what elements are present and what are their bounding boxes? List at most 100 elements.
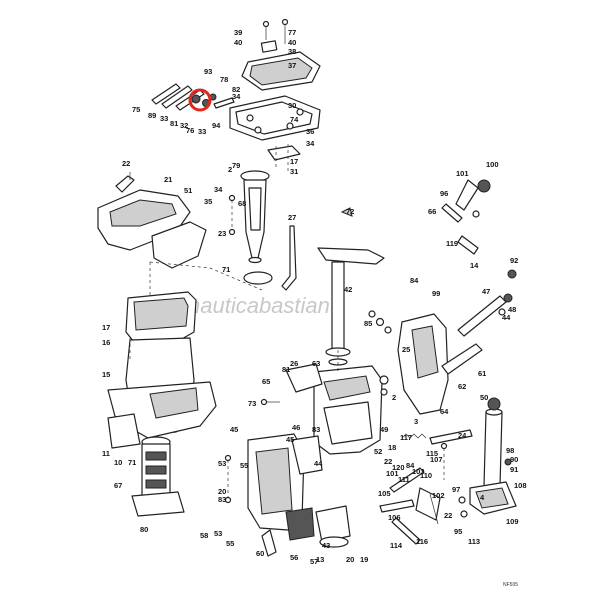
part-number-label: 46 [292,423,300,432]
part-number-label: 61 [478,369,486,378]
part-number-label: 22 [122,159,130,168]
part-number-label: 98 [506,446,514,455]
part-number-label: 72 [346,207,354,216]
part-number-label: 74 [290,115,299,124]
part-number-label: 89 [148,111,156,120]
part-number-label: 100 [486,160,499,169]
part-number-label: 78 [220,75,228,84]
part-number-label: 114 [390,541,403,550]
part-number-label: 22 [444,511,452,520]
part-number-label: 73 [248,399,256,408]
part-number-label: 50 [480,393,488,402]
part-number-label: 90 [510,455,518,464]
part-number-label: 3 [414,417,418,426]
part-number-label: 52 [374,447,382,456]
part-number-label: 75 [132,105,140,114]
part-number-label: 24 [458,431,467,440]
lower-cowl [97,172,207,269]
steering-arm [281,207,385,366]
part-number-label: 15 [102,370,110,379]
part-number-label: 91 [510,465,518,474]
part-number-label: 103 [412,467,425,476]
part-number-label: 18 [388,443,396,452]
exhaust-tube [240,170,270,264]
part-number-label: 33 [198,127,206,136]
part-number-label: 60 [256,549,264,558]
part-number-label: 108 [514,481,527,490]
part-number-label: 81 [282,365,290,374]
part-number-label: 55 [240,461,248,470]
part-number-label: 37 [288,61,296,70]
part-number-label: 21 [164,175,172,184]
bottom-parts [261,505,351,557]
part-number-label: 44 [502,313,511,322]
part-number-label: 116 [416,537,428,546]
part-number-label: 109 [506,517,519,526]
top-cover-assembly [229,18,321,172]
stern-bracket [397,313,483,415]
watermark-text: nauticabastian [188,293,330,318]
tilt-shaft [457,293,513,337]
part-number-label: 51 [184,186,192,195]
part-number-label: 34 [306,139,315,148]
part-number-label: 40 [234,38,242,47]
linkage-parts [151,83,235,112]
part-number-label: 115 [426,449,438,458]
part-number-label: 84 [410,276,419,285]
gasket-ring [243,271,273,285]
part-number-label: 83 [218,495,226,504]
part-number-label: 26 [290,359,298,368]
part-number-label: 31 [290,167,298,176]
part-number-label: 14 [470,261,479,270]
part-number-label: 32 [180,121,188,130]
part-number-label: 96 [440,189,448,198]
part-number-label: 105 [378,489,391,498]
part-number-label: 94 [212,121,221,130]
part-number-label: 30 [288,101,296,110]
part-number-label: 85 [364,319,372,328]
part-number-label: 17 [290,157,298,166]
part-number-label: 11 [102,449,110,458]
part-number-label: 68 [238,199,246,208]
part-number-label: 33 [160,114,168,123]
part-number-label: 40 [288,38,296,47]
part-number-label: 43 [322,541,330,550]
part-number-label: 81 [170,119,178,128]
part-number-label: 39 [234,28,242,37]
part-number-label: 34 [232,92,241,101]
part-number-label: 64 [440,407,449,416]
part-number-label: 71 [128,458,136,467]
part-number-label: 49 [380,425,388,434]
part-number-label: 92 [510,256,518,265]
part-number-label: 53 [214,529,222,538]
part-number-label: 42 [344,285,352,294]
part-number-label: 2 [228,165,232,174]
part-number-label: 97 [452,485,460,494]
part-number-label: 34 [214,185,223,194]
part-number-label: 55 [226,539,234,548]
part-number-label: 63 [312,359,320,368]
part-number-label: 65 [262,377,270,386]
part-number-label: 17 [102,323,110,332]
bolts [224,194,512,518]
part-number-label: 20 [218,487,226,496]
part-number-label: 38 [288,47,296,56]
part-number-label: 119 [446,239,458,248]
part-number-label: 80 [140,525,148,534]
part-number-label: 44 [314,459,323,468]
part-number-label: 101 [456,169,469,178]
part-number-label: 45 [230,425,238,434]
bottom-right-linkage [379,433,441,545]
part-number-label: 67 [114,481,122,490]
part-number-label: 106 [388,513,401,522]
part-number-label: 117 [400,433,412,442]
part-number-label: 4 [480,493,485,502]
part-number-label: 2 [392,393,396,402]
part-number-label: 35 [204,197,212,206]
part-number-label: 13 [316,555,324,564]
part-number-label: 113 [468,537,480,546]
part-number-label: 57 [310,557,318,566]
part-number-label: 22 [384,457,392,466]
part-number-label: 53 [218,459,226,468]
